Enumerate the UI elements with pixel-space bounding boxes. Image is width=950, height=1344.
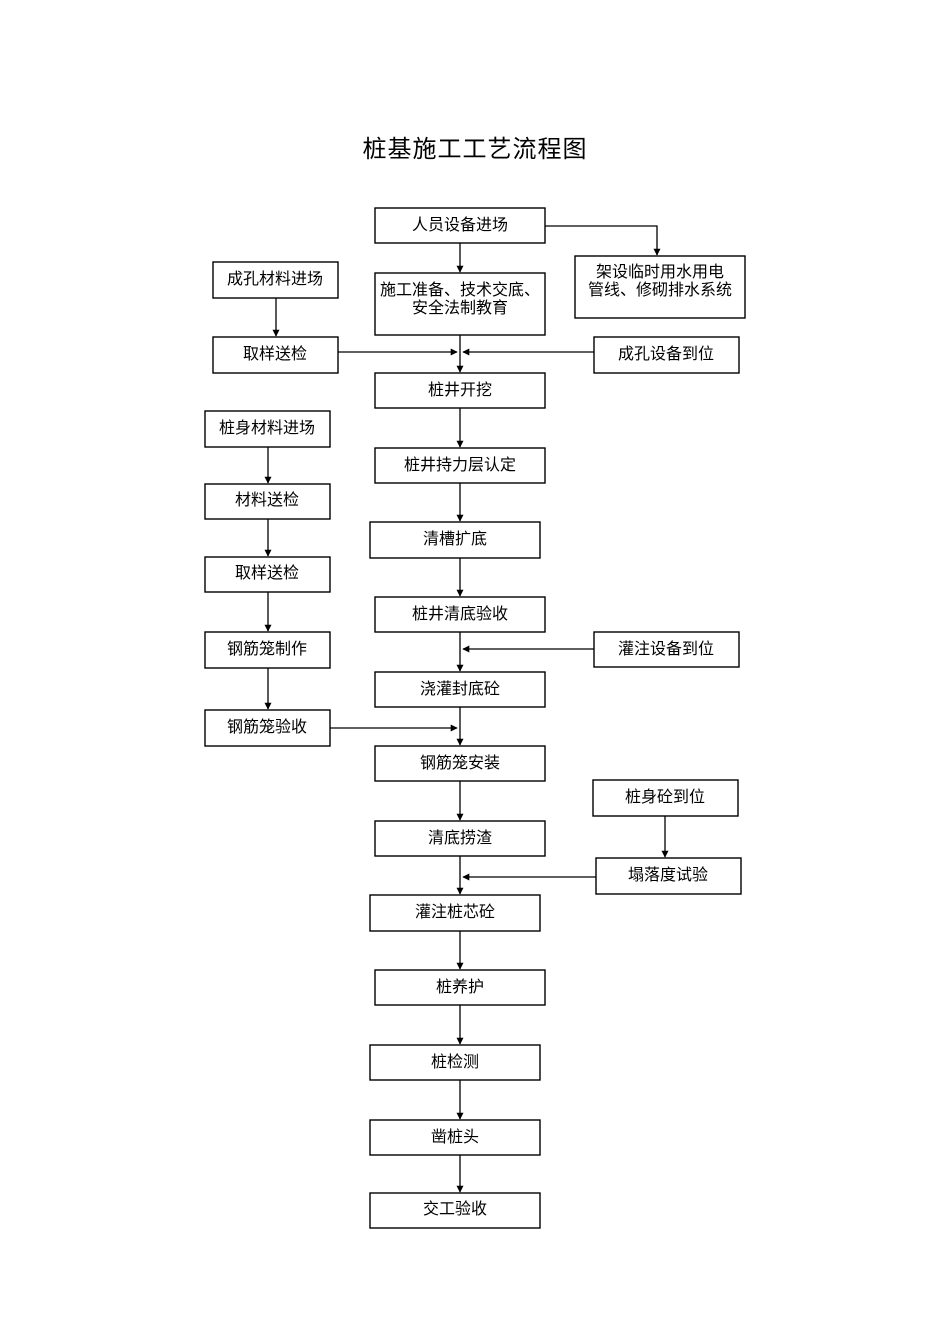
node-label: 取样送检 [243,344,307,363]
node-label: 成孔设备到位 [618,344,714,363]
connectors [264,225,669,1193]
node-material-inspection: 材料送检 [204,483,331,520]
node-pile-well-excavation: 桩井开挖 [374,372,546,409]
node-label: 钢筋笼验收 [227,717,307,736]
node-label: 人员设备进场 [412,215,508,234]
node-handover-acceptance: 交工验收 [369,1192,541,1229]
node-core-concrete-pouring: 灌注桩芯砼 [369,894,541,932]
node-label-line1: 架设临时用水用电 [596,262,724,281]
node-temp-utilities: 架设临时用水用电 管线、修砌排水系统 [574,255,746,319]
node-label: 凿桩头 [431,1127,479,1146]
node-sampling-inspection-2: 取样送检 [204,556,331,593]
node-slump-test: 塌落度试验 [595,857,742,895]
node-label: 塌落度试验 [628,865,708,884]
node-sampling-inspection-1: 取样送检 [212,336,339,374]
node-hole-material-entry: 成孔材料进场 [212,261,339,299]
node-bottom-seal-pouring: 浇灌封底砼 [374,671,546,708]
node-label-line1: 施工准备、技术交底、 [380,280,540,299]
node-label: 桩身材料进场 [219,418,315,437]
node-label: 桩检测 [431,1052,479,1071]
node-personnel-equipment-entry: 人员设备进场 [374,207,546,244]
node-label: 取样送检 [235,563,299,582]
node-bearing-layer-confirm: 桩井持力层认定 [374,447,546,484]
node-label: 钢筋笼安装 [420,753,500,772]
node-label-line2: 安全法制教育 [412,298,508,317]
page-title: 桩基施工工艺流程图 [363,135,588,163]
node-label: 钢筋笼制作 [227,639,307,658]
node-label: 成孔材料进场 [227,269,323,288]
node-label: 交工验收 [423,1199,487,1218]
node-label: 桩身砼到位 [625,787,705,806]
node-label: 清底捞渣 [428,828,492,847]
arrow-entry-to-utilities [545,225,661,256]
node-pile-head-chiseling: 凿桩头 [369,1119,541,1156]
node-label: 灌注设备到位 [618,639,714,658]
node-trench-cleaning-enlarge: 清槽扩底 [369,521,541,559]
node-rebar-cage-acceptance: 钢筋笼验收 [204,709,331,747]
node-label-line2: 管线、修砌排水系统 [588,280,732,299]
node-label: 桩井开挖 [428,380,492,399]
node-bottom-slag-cleaning: 清底捞渣 [374,820,546,857]
node-label: 桩井清底验收 [412,604,508,623]
node-pile-body-material-entry: 桩身材料进场 [204,410,331,448]
node-pile-testing: 桩检测 [369,1044,541,1081]
node-pouring-equipment-ready: 灌注设备到位 [593,631,740,668]
node-rebar-cage-install: 钢筋笼安装 [374,745,546,782]
node-pile-concrete-ready: 桩身砼到位 [592,779,739,817]
node-label: 浇灌封底砼 [420,679,500,698]
node-pile-well-clean-acceptance: 桩井清底验收 [374,596,546,633]
node-construction-prep: 施工准备、技术交底、 安全法制教育 [374,272,546,336]
node-label: 清槽扩底 [423,529,487,548]
node-hole-equipment-ready: 成孔设备到位 [593,336,740,374]
node-label: 灌注桩芯砼 [415,902,495,921]
node-pile-curing: 桩养护 [374,969,546,1006]
node-label: 材料送检 [235,490,299,509]
node-label: 桩养护 [436,977,484,996]
node-label: 桩井持力层认定 [404,455,516,474]
node-rebar-cage-fabrication: 钢筋笼制作 [204,631,331,669]
